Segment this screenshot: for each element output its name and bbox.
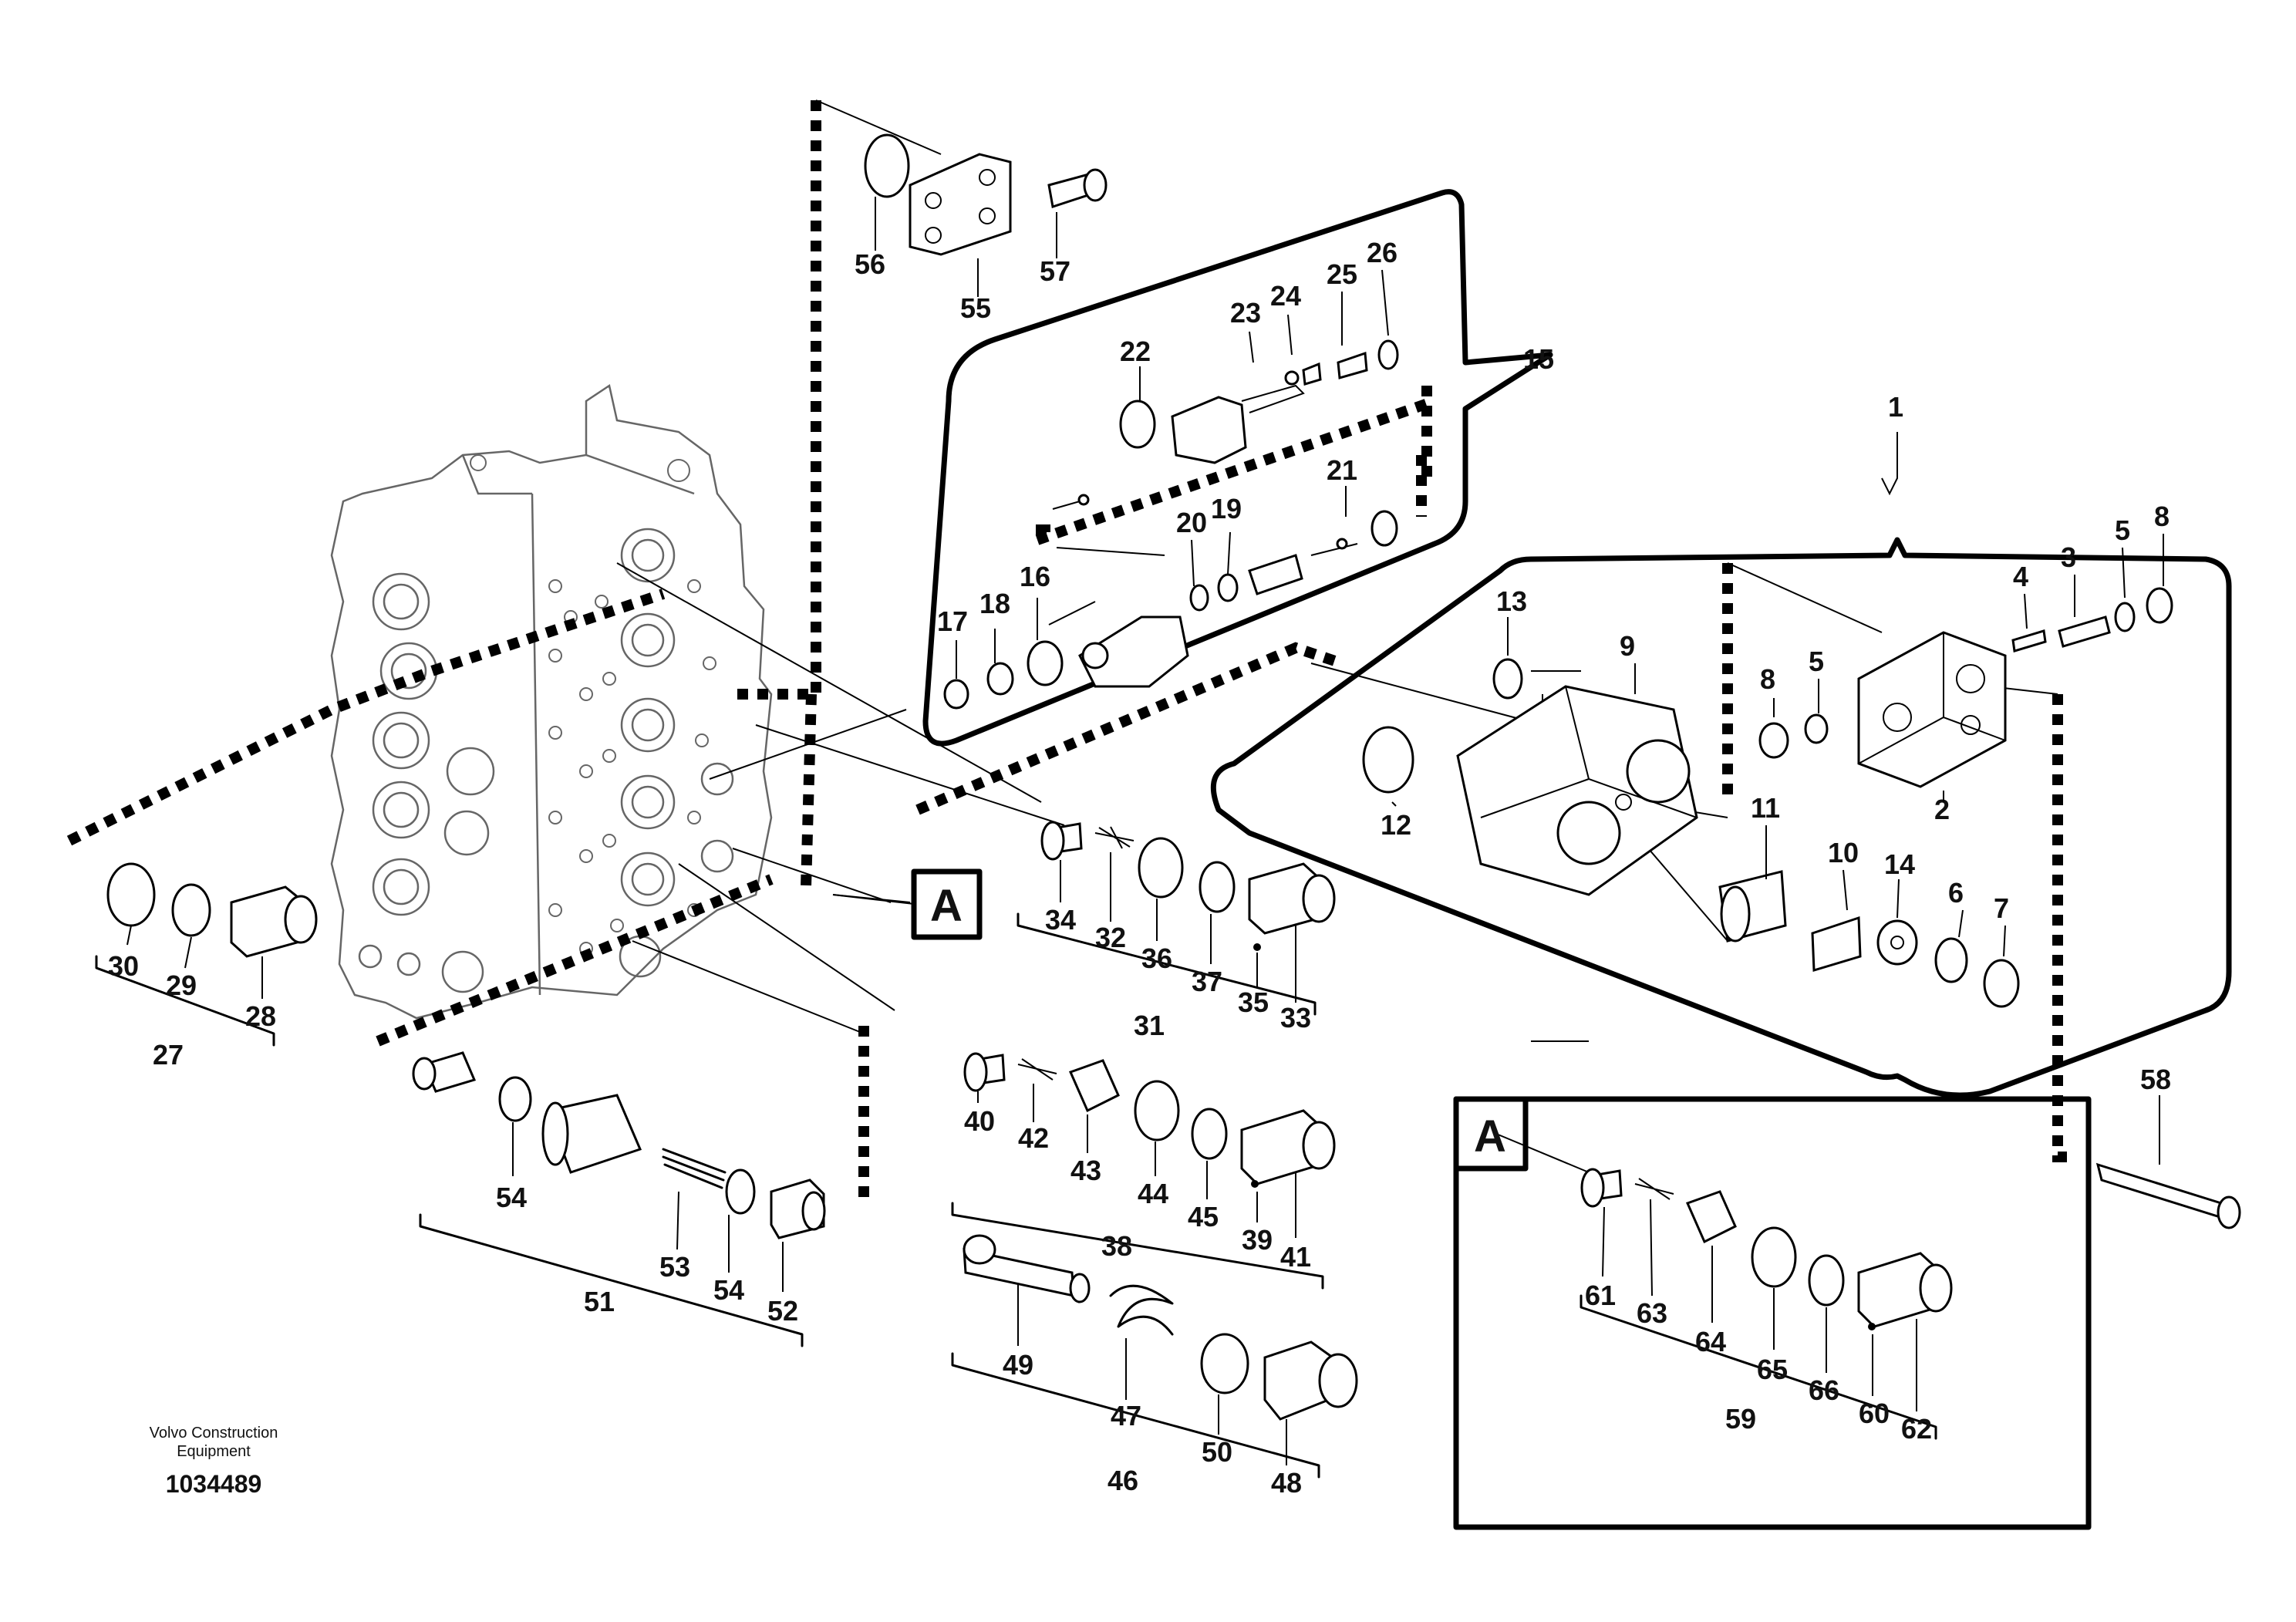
brand-line-1: Volvo Construction xyxy=(150,1425,278,1442)
label-10: 10 xyxy=(1828,837,1859,868)
label-15: 15 xyxy=(1523,343,1554,375)
label-21: 21 xyxy=(1327,454,1357,486)
detail-a-letter: A xyxy=(1474,1111,1506,1162)
label-32: 32 xyxy=(1095,922,1126,953)
label-12: 12 xyxy=(1381,809,1411,841)
label-46: 46 xyxy=(1108,1465,1138,1496)
label-64: 64 xyxy=(1695,1326,1726,1357)
label-1: 1 xyxy=(1888,391,1903,423)
brand-line-2: Equipment xyxy=(177,1443,251,1460)
label-36: 36 xyxy=(1141,943,1172,974)
label-33: 33 xyxy=(1280,1002,1311,1034)
label-8b: 8 xyxy=(1760,663,1775,695)
label-58: 58 xyxy=(2140,1064,2171,1095)
label-59: 59 xyxy=(1725,1403,1756,1435)
label-23: 23 xyxy=(1230,297,1261,329)
label-17: 17 xyxy=(937,605,968,637)
label-62: 62 xyxy=(1901,1413,1932,1445)
group-brackets xyxy=(95,912,1937,1479)
label-50: 50 xyxy=(1202,1436,1232,1468)
label-47: 47 xyxy=(1111,1400,1141,1431)
label-45: 45 xyxy=(1188,1201,1219,1233)
label-3: 3 xyxy=(2061,541,2076,573)
label-26: 26 xyxy=(1367,237,1397,268)
label-57: 57 xyxy=(1040,255,1070,287)
label-35: 35 xyxy=(1238,986,1269,1018)
label-34: 34 xyxy=(1045,904,1076,936)
label-14: 14 xyxy=(1884,848,1915,880)
label-7: 7 xyxy=(1994,892,2009,924)
callout-a-letter: A xyxy=(930,881,963,931)
label-5b: 5 xyxy=(1809,646,1824,677)
label-37: 37 xyxy=(1192,966,1222,997)
main-valve-block xyxy=(330,383,773,1020)
label-31: 31 xyxy=(1134,1010,1165,1041)
label-2: 2 xyxy=(1934,794,1950,825)
callout-1-panel xyxy=(1210,537,2232,1098)
label-13: 13 xyxy=(1496,585,1527,617)
label-54a: 54 xyxy=(496,1182,527,1213)
label-65: 65 xyxy=(1757,1354,1788,1385)
label-11: 11 xyxy=(1751,792,1780,824)
label-5a: 5 xyxy=(2115,514,2130,546)
label-48: 48 xyxy=(1271,1467,1302,1499)
label-38: 38 xyxy=(1101,1230,1132,1262)
label-52: 52 xyxy=(767,1295,798,1327)
label-40: 40 xyxy=(964,1105,995,1137)
label-61: 61 xyxy=(1585,1280,1616,1311)
label-43: 43 xyxy=(1070,1155,1101,1186)
detail-a-frame xyxy=(1453,1096,2092,1530)
label-25: 25 xyxy=(1327,258,1357,290)
label-22: 22 xyxy=(1120,336,1151,367)
label-24: 24 xyxy=(1270,280,1301,312)
label-66: 66 xyxy=(1809,1374,1839,1406)
label-19: 19 xyxy=(1211,493,1242,524)
callout-15-panel xyxy=(922,189,1553,747)
label-20: 20 xyxy=(1176,507,1207,538)
label-27: 27 xyxy=(153,1039,184,1071)
label-4: 4 xyxy=(2013,561,2028,592)
label-39: 39 xyxy=(1242,1224,1273,1256)
label-28: 28 xyxy=(245,1000,276,1032)
label-54b: 54 xyxy=(713,1274,744,1306)
callout-a-tag xyxy=(911,868,983,940)
label-ticks xyxy=(126,197,2164,1465)
label-29: 29 xyxy=(166,969,197,1001)
label-30: 30 xyxy=(108,950,139,982)
label-49: 49 xyxy=(1003,1349,1033,1381)
label-18: 18 xyxy=(979,588,1010,619)
label-41: 41 xyxy=(1280,1241,1311,1273)
detail-a-tag xyxy=(1453,1096,1529,1172)
label-6: 6 xyxy=(1948,877,1964,909)
parts xyxy=(106,133,2241,1421)
label-8a: 8 xyxy=(2154,501,2170,532)
label-16: 16 xyxy=(1020,561,1050,592)
label-53: 53 xyxy=(659,1251,690,1283)
label-56: 56 xyxy=(855,248,885,280)
label-60: 60 xyxy=(1859,1398,1890,1429)
label-55: 55 xyxy=(960,292,991,324)
label-63: 63 xyxy=(1637,1297,1667,1329)
label-44: 44 xyxy=(1138,1178,1168,1209)
document-number: 1034489 xyxy=(166,1470,262,1498)
label-42: 42 xyxy=(1018,1122,1049,1154)
label-51: 51 xyxy=(584,1286,615,1317)
part-labels: 1 2 3 4 5 5 6 7 8 8 9 10 11 12 13 14 15 … xyxy=(108,237,2171,1499)
label-9: 9 xyxy=(1620,630,1635,662)
